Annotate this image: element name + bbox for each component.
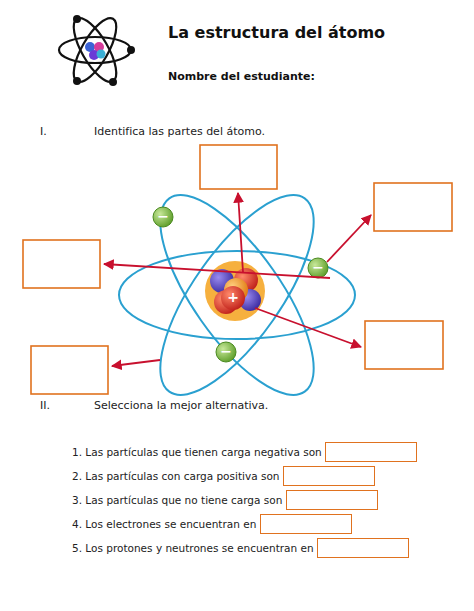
section-number: II. xyxy=(40,400,50,413)
question-item: 4. Los electrones se encuentran en xyxy=(72,518,256,530)
atom-icon xyxy=(59,12,135,87)
answer-box xyxy=(286,490,378,510)
answer-boxes xyxy=(23,145,452,394)
electron-sign: − xyxy=(312,260,324,274)
answer-box xyxy=(317,538,409,558)
leader-arrows xyxy=(104,193,371,366)
answer-box xyxy=(325,442,417,462)
proton-sign: + xyxy=(227,290,239,304)
section-instruction: Identifica las partes del átomo. xyxy=(94,126,265,139)
electron-sign: − xyxy=(220,344,232,358)
question-item: 2. Las partículas con carga positiva son xyxy=(72,470,280,482)
orbits xyxy=(119,173,355,417)
answer-box xyxy=(283,466,375,486)
electron-sign: − xyxy=(157,209,169,223)
worksheet-title: La estructura del átomo xyxy=(168,24,385,42)
section-instruction: Selecciona la mejor alternativa. xyxy=(94,400,268,413)
question-item: 5. Los protones y neutrones se encuentra… xyxy=(72,542,314,554)
section-number: I. xyxy=(40,126,47,139)
student-name-label: Nombre del estudiante: xyxy=(168,71,315,84)
question-item: 3. Las partículas que no tiene carga son xyxy=(72,494,282,506)
question-item: 1. Las partículas que tienen carga negat… xyxy=(72,446,322,458)
answer-box xyxy=(260,514,352,534)
